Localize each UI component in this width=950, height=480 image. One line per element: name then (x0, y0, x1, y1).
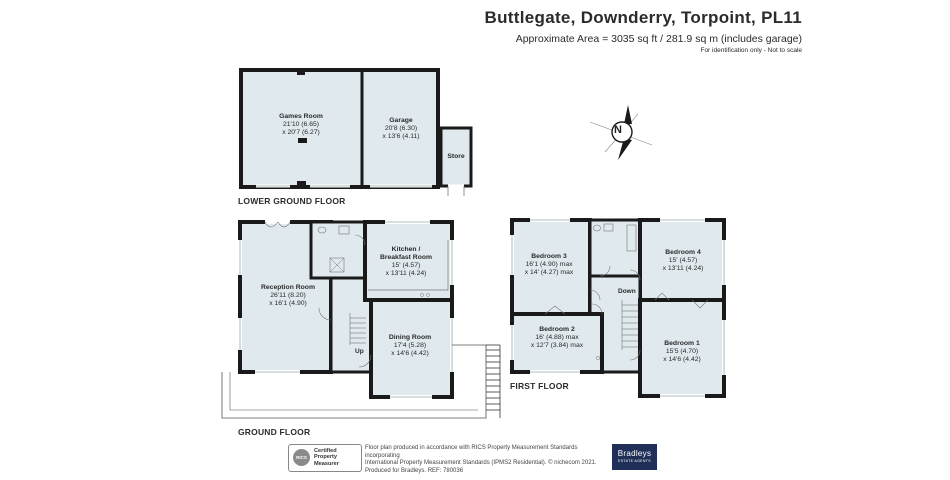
room-bedroom-4: Bedroom 4 15' (4.57) x 13'11 (4.24) (662, 249, 704, 272)
room-garage: Garage 20'8 (6.30) x 13'6 (4.11) (382, 117, 420, 140)
room-bedroom-3: Bedroom 3 16'1 (4.90) max x 14' (4.27) m… (524, 253, 574, 276)
agent-subtitle: ESTATE AGENTS (618, 459, 651, 463)
room-bedroom-1: Bedroom 1 15'5 (4.70) x 14'6 (4.42) (663, 340, 701, 363)
approximate-area: Approximate Area = 3035 sq ft / 281.9 sq… (515, 33, 802, 45)
room-kitchen: Kitchen / Breakfast Room 15' (4.57) x 13… (379, 246, 433, 277)
property-title: Buttlegate, Downderry, Torpoint, PL11 (484, 8, 802, 27)
lower-ground-floor-label: LOWER GROUND FLOOR (238, 196, 346, 206)
compass-rose-icon (589, 105, 653, 160)
lower-ground-floor-plan (239, 68, 473, 196)
ground-floor-plan (221, 220, 501, 419)
room-games-room: Games Room 21'10 (6.65) x 20'7 (6.27) (279, 113, 323, 136)
agent-name: Bradleys (617, 449, 652, 458)
first-floor-label: FIRST FLOOR (510, 381, 569, 391)
ground-floor-label: GROUND FLOOR (238, 427, 311, 437)
first-floor-plan (510, 218, 726, 398)
disclaimer-note: For identification only - Not to scale (700, 47, 802, 54)
room-bedroom-2: Bedroom 2 16' (4.88) max x 12'7 (3.84) m… (530, 326, 584, 349)
rics-line-1: Certified (314, 448, 337, 454)
room-dining: Dining Room 17'4 (5.28) x 14'6 (4.42) (388, 334, 432, 357)
stairs-up-label: Up (355, 348, 364, 355)
agent-logo: Bradleys ESTATE AGENTS (612, 444, 657, 470)
rics-line-3: Measurer (314, 460, 339, 467)
footer-credits: Floor plan produced in accordance with R… (365, 445, 597, 474)
room-reception: Reception Room 26'11 (8.20) x 16'1 (4.90… (260, 284, 316, 307)
rics-logo-icon: RICS (293, 449, 310, 466)
rics-certified-badge: RICS Certified Property Measurer (288, 444, 362, 472)
compass-north-label: N (614, 124, 622, 136)
rics-line-2: Property (314, 454, 338, 461)
room-store: Store (447, 153, 465, 160)
stairs-down-label: Down (618, 288, 636, 295)
